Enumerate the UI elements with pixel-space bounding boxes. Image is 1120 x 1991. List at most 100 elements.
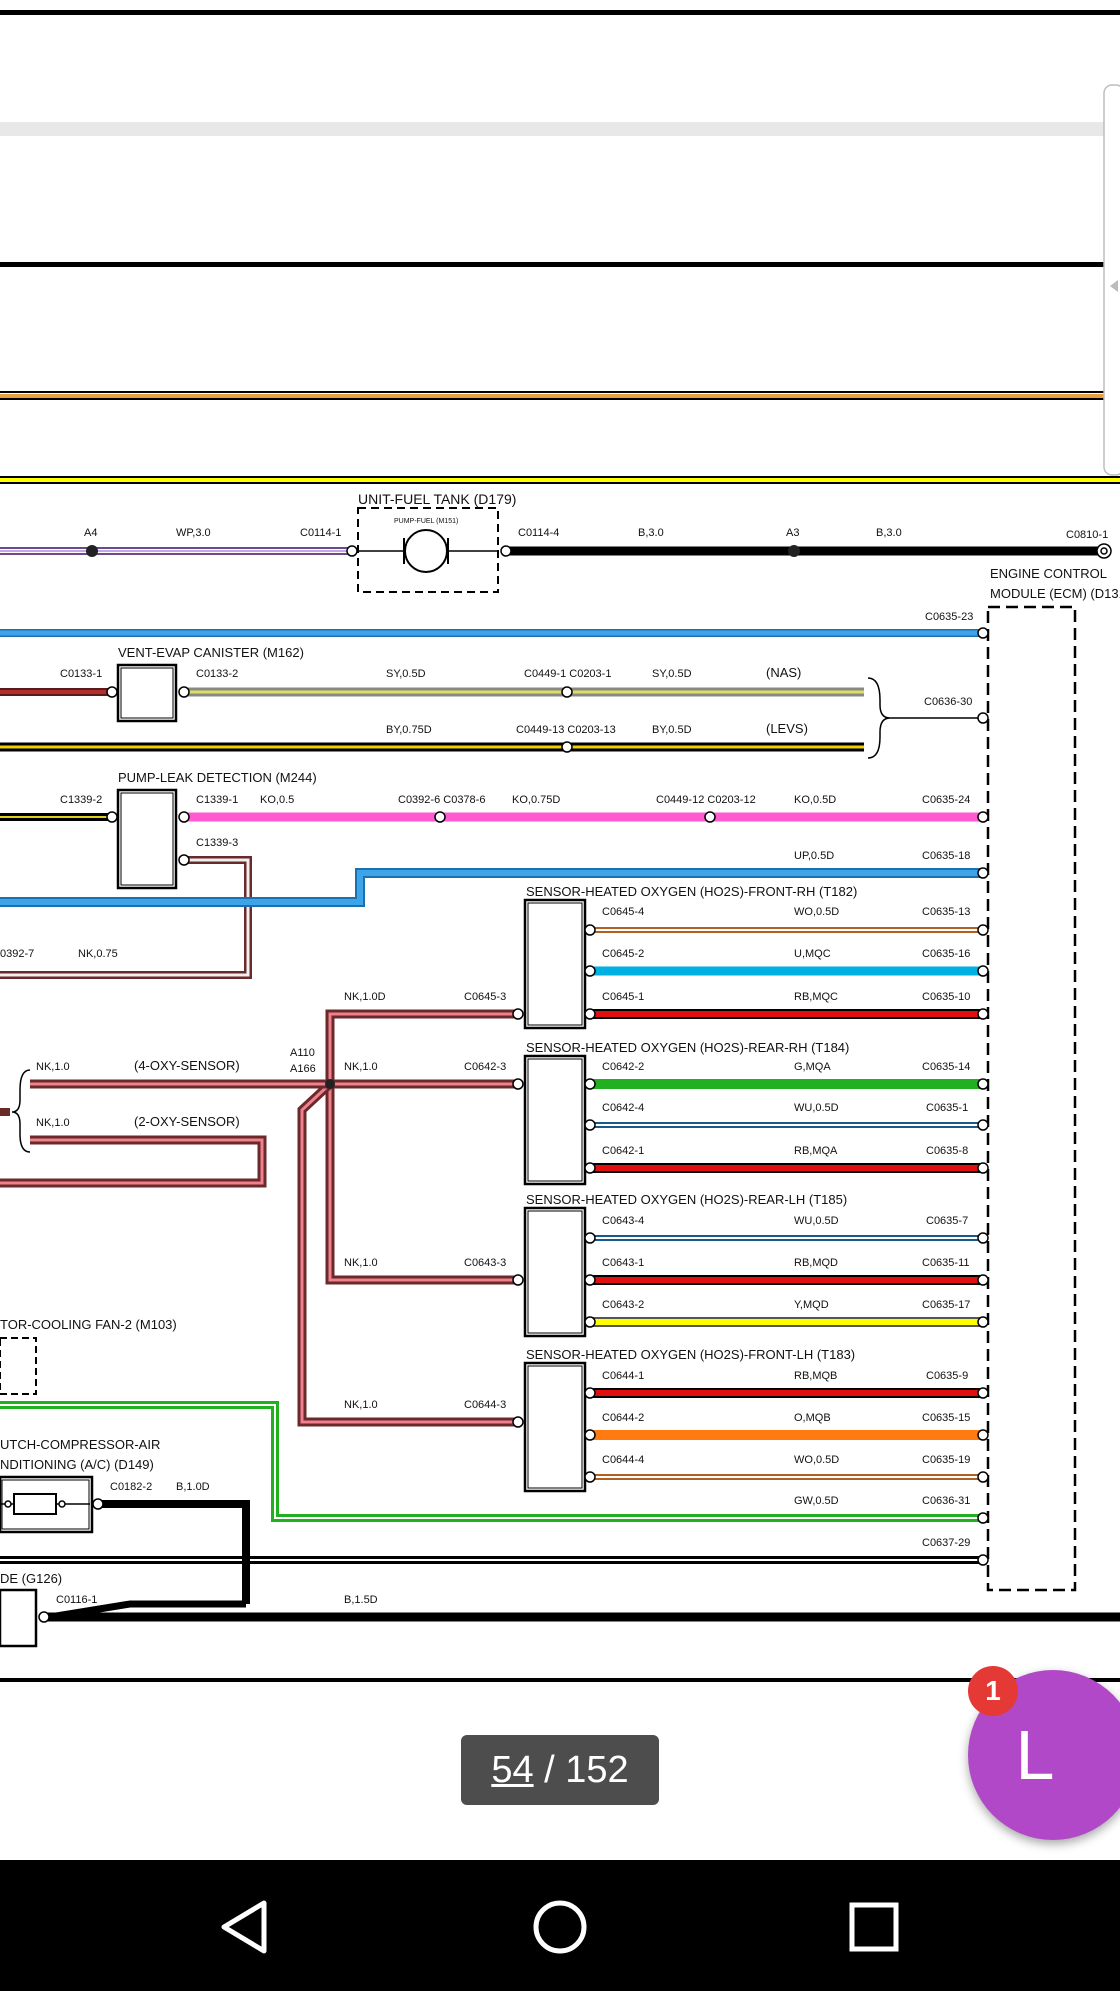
label-c0642-1: C0642-1 <box>602 1145 644 1157</box>
label-c0449-13: C0449-13 C0203-13 <box>516 724 616 736</box>
label-b10d: B,1.0D <box>176 1481 210 1493</box>
label-sensor-rear-rh: SENSOR-HEATED OXYGEN (HO2S)-REAR-RH (T18… <box>526 1040 849 1055</box>
label-nk10c: NK,1.0 <box>36 1117 70 1129</box>
page-indicator[interactable]: 54 / 152 <box>461 1735 659 1805</box>
label-c0635-8: C0635-8 <box>926 1145 968 1157</box>
label-c0636-30: C0636-30 <box>924 696 972 708</box>
scroll-handle[interactable] <box>1103 84 1120 476</box>
page-total: 152 <box>565 1748 629 1791</box>
label-umqc: U,MQC <box>794 948 831 960</box>
label-c0449-12: C0449-12 C0203-12 <box>656 794 756 806</box>
label-ko05a: KO,0.5 <box>260 794 294 806</box>
diagram-labels: UNIT-FUEL TANK (D179) PUMP-FUEL (M151) A… <box>0 491 1120 1606</box>
label-rbmqa: RB,MQA <box>794 1145 838 1157</box>
label-c0642-2: C0642-2 <box>602 1061 644 1073</box>
label-c0637-29: C0637-29 <box>922 1537 970 1549</box>
label-two-oxy: (2-OXY-SENSOR) <box>134 1114 240 1129</box>
label-c0182-2: C0182-2 <box>110 1481 152 1493</box>
label-nk10a: NK,1.0 <box>36 1061 70 1073</box>
label-c0635-14: C0635-14 <box>922 1061 970 1073</box>
label-c0635-7: C0635-7 <box>926 1215 968 1227</box>
label-c0642-3: C0642-3 <box>464 1061 506 1073</box>
home-icon[interactable] <box>528 1895 592 1959</box>
label-c0643-1: C0643-1 <box>602 1257 644 1269</box>
upper-diagram-section <box>0 10 1120 484</box>
label-rbmqd: RB,MQD <box>794 1257 838 1269</box>
label-c0114-4: C0114-4 <box>518 527 559 539</box>
label-c0635-13: C0635-13 <box>922 906 970 918</box>
label-b30a: B,3.0 <box>638 527 664 539</box>
label-clutch-1: UTCH-COMPRESSOR-AIR <box>0 1437 160 1452</box>
label-pump-leak: PUMP-LEAK DETECTION (M244) <box>118 770 317 785</box>
label-ko05b: KO,0.5D <box>794 794 836 806</box>
label-c0635-19: C0635-19 <box>922 1454 970 1466</box>
label-c0635-24: C0635-24 <box>922 794 970 806</box>
label-c0643-2: C0643-2 <box>602 1299 644 1311</box>
splice-points <box>86 545 800 1089</box>
recents-icon[interactable] <box>842 1895 906 1959</box>
label-sy05a: SY,0.5D <box>386 668 426 680</box>
label-de-g126: DE (G126) <box>0 1571 62 1586</box>
label-c0392-7: 0392-7 <box>0 948 34 960</box>
label-c0635-10: C0635-10 <box>922 991 970 1003</box>
label-c1339-1: C1339-1 <box>196 794 238 806</box>
label-c0635-1: C0635-1 <box>926 1102 968 1114</box>
page-separator: / <box>533 1748 566 1791</box>
label-b15d: B,1.5D <box>344 1594 378 1606</box>
label-c0644-1: C0644-1 <box>602 1370 644 1382</box>
label-nas: (NAS) <box>766 665 801 680</box>
label-c0635-11: C0635-11 <box>922 1257 970 1269</box>
label-rbmqc: RB,MQC <box>794 991 838 1003</box>
label-c0116-1: C0116-1 <box>56 1594 97 1606</box>
label-c0643-4: C0643-4 <box>602 1215 644 1227</box>
label-a166: A166 <box>290 1063 316 1075</box>
label-c0644-2: C0644-2 <box>602 1412 644 1424</box>
label-c0449-1: C0449-1 C0203-1 <box>524 668 611 680</box>
label-nk075: NK,0.75 <box>78 948 118 960</box>
label-c0114-1: C0114-1 <box>300 527 341 539</box>
label-c0645-2: C0645-2 <box>602 948 644 960</box>
wiring-diagram-page[interactable]: UNIT-FUEL TANK (D179) PUMP-FUEL (M151) A… <box>0 0 1120 1860</box>
label-b30b: B,3.0 <box>876 527 902 539</box>
label-clutch-2: NDITIONING (A/C) (D149) <box>0 1457 154 1472</box>
label-up05: UP,0.5D <box>794 850 834 862</box>
label-c0642-4: C0642-4 <box>602 1102 644 1114</box>
label-by075b: BY,0.5D <box>652 724 692 736</box>
label-c0645-1: C0645-1 <box>602 991 644 1003</box>
scroll-arrow-icon <box>1110 280 1118 292</box>
label-a4: A4 <box>84 527 97 539</box>
label-c0810-1: C0810-1 <box>1066 529 1108 541</box>
notification-count: 1 <box>985 1675 1001 1706</box>
label-wp30: WP,3.0 <box>176 527 211 539</box>
label-nk10e: NK,1.0 <box>344 1257 378 1269</box>
label-a110: A110 <box>290 1047 315 1059</box>
label-sensor-rear-lh: SENSOR-HEATED OXYGEN (HO2S)-REAR-LH (T18… <box>526 1192 847 1207</box>
notification-badge: 1 <box>968 1666 1018 1716</box>
label-c0645-3: C0645-3 <box>464 991 506 1003</box>
label-ymqd: Y,MQD <box>794 1299 829 1311</box>
label-sensor-front-rh: SENSOR-HEATED OXYGEN (HO2S)-FRONT-RH (T1… <box>526 884 857 899</box>
avatar-letter: L <box>1015 1716 1055 1794</box>
label-wo05b: WO,0.5D <box>794 1454 839 1466</box>
label-sensor-front-lh: SENSOR-HEATED OXYGEN (HO2S)-FRONT-LH (T1… <box>526 1347 855 1362</box>
label-gw05: GW,0.5D <box>794 1495 839 1507</box>
label-vent-evap: VENT-EVAP CANISTER (M162) <box>118 645 304 660</box>
label-c0635-18: C0635-18 <box>922 850 970 862</box>
label-c1339-3: C1339-3 <box>196 837 238 849</box>
label-nk10b: NK,1.0 <box>344 1061 378 1073</box>
label-gmqa: G,MQA <box>794 1061 831 1073</box>
label-ecm-1: ENGINE CONTROL <box>990 566 1107 581</box>
label-unit-fuel-tank: UNIT-FUEL TANK (D179) <box>358 491 516 507</box>
label-ko075: KO,0.75D <box>512 794 560 806</box>
page-current-number[interactable]: 54 <box>491 1748 534 1791</box>
document-viewer[interactable]: UNIT-FUEL TANK (D179) PUMP-FUEL (M151) A… <box>0 0 1120 1860</box>
components <box>0 507 1077 1648</box>
label-c0133-1: C0133-1 <box>60 668 102 680</box>
connectors <box>4 543 1112 1623</box>
wires <box>0 546 1120 1682</box>
label-c0635-23: C0635-23 <box>925 611 973 623</box>
label-c0635-15: C0635-15 <box>922 1412 970 1424</box>
label-c1339-2: C1339-2 <box>60 794 102 806</box>
back-icon[interactable] <box>214 1895 278 1959</box>
label-omqb: O,MQB <box>794 1412 831 1424</box>
